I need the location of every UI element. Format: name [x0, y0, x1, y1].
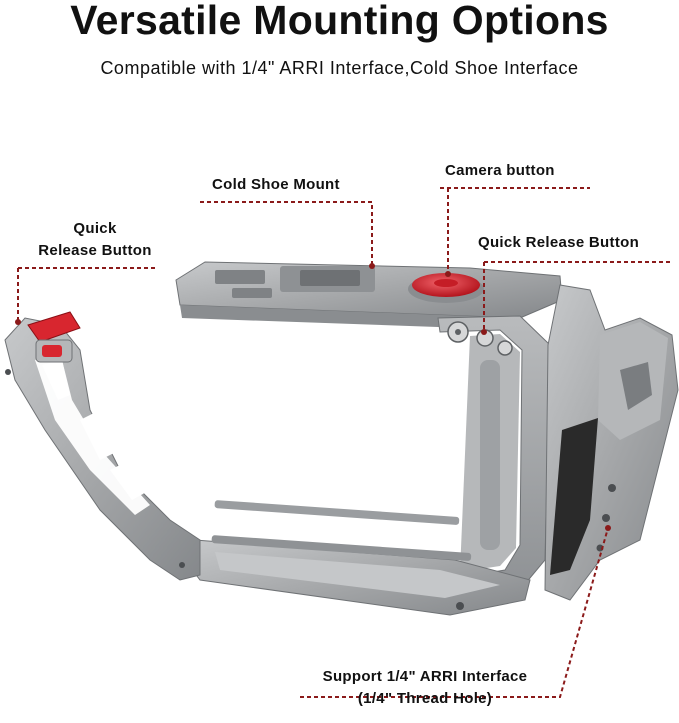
callout-quick-release-left: Quick Release Button — [20, 218, 170, 262]
callout-camera-button: Camera button — [445, 162, 555, 179]
rubber-pad — [550, 418, 598, 575]
page-subtitle: Compatible with 1/4" ARRI Interface,Cold… — [100, 58, 579, 78]
arri-thread-hole — [608, 484, 616, 492]
page-title: Versatile Mounting Options — [70, 0, 609, 43]
leader-lines — [17, 187, 670, 698]
callout-quick-release-left-line2: Release Button — [38, 242, 152, 259]
callout-quick-release-right: Quick Release Button — [478, 234, 640, 251]
cold-shoe-slot — [215, 270, 265, 284]
callout-arri-interface: Support 1/4" ARRI Interface (1/4" Thread… — [300, 666, 550, 710]
callout-arri-line1: Support 1/4" ARRI Interface — [322, 668, 528, 685]
quick-release-button-red — [27, 311, 81, 363]
callout-cold-shoe-mount: Cold Shoe Mount — [212, 176, 340, 193]
callout-arri-line2: (1/4" Thread Hole) — [357, 690, 493, 707]
callout-quick-release-left-line1: Quick — [73, 220, 117, 237]
